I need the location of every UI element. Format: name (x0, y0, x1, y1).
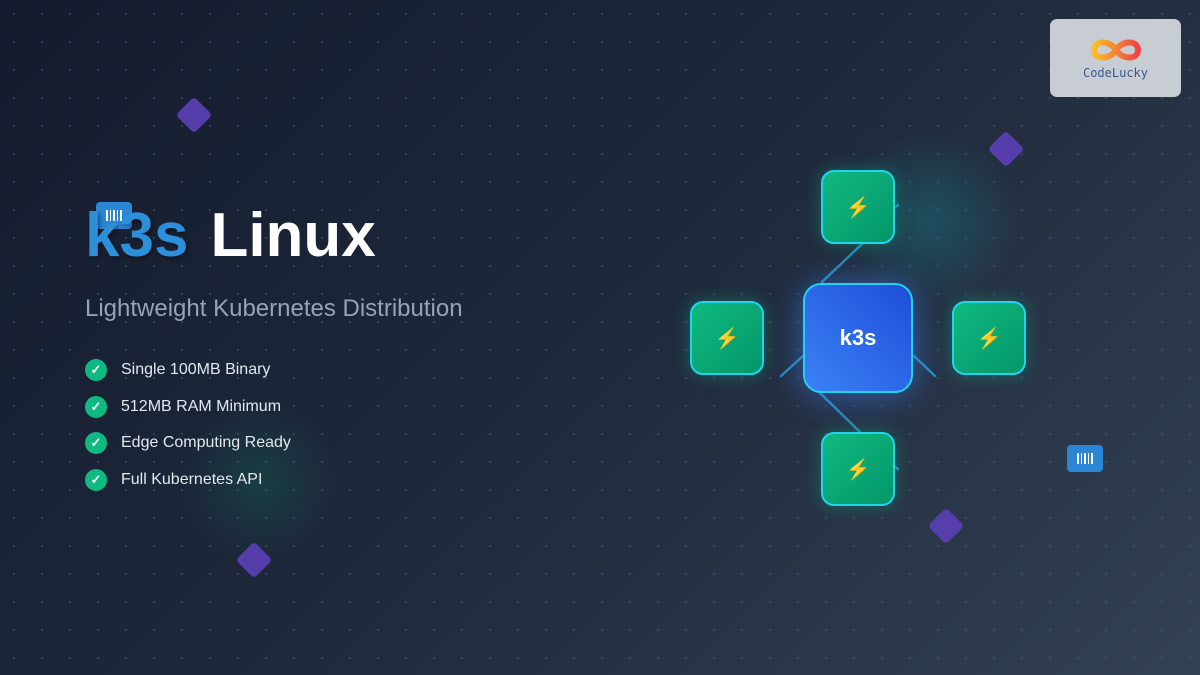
check-icon: ✓ (85, 395, 107, 418)
feature-label: Full Kubernetes API (121, 470, 263, 488)
connection-line (818, 391, 862, 434)
worker-node-right: ⚡ (952, 301, 1026, 375)
check-icon: ✓ (85, 359, 107, 382)
container-icon (96, 202, 132, 229)
feature-label: Single 100MB Binary (121, 361, 271, 379)
feature-label: 512MB RAM Minimum (121, 397, 282, 415)
title-main: Linux (210, 201, 376, 270)
page-title: k3s Linux (85, 200, 376, 271)
lightning-icon: ⚡ (845, 458, 871, 481)
feature-item: ✓ Edge Computing Ready (85, 425, 291, 462)
k3s-center-node: k3s (803, 283, 913, 393)
connection-line (820, 242, 864, 284)
feature-item: ✓ Single 100MB Binary (85, 352, 291, 389)
title-accent: k3s (85, 201, 189, 270)
lightning-icon: ⚡ (714, 327, 740, 350)
container-icon (1067, 445, 1103, 472)
worker-node-top: ⚡ (821, 170, 895, 244)
lightning-icon: ⚡ (976, 327, 1002, 350)
feature-item: ✓ Full Kubernetes API (85, 462, 291, 499)
feature-item: ✓ 512MB RAM Minimum (85, 389, 291, 426)
connection-line (779, 354, 805, 378)
check-icon: ✓ (85, 468, 107, 491)
lightning-icon: ⚡ (845, 196, 871, 219)
subtitle: Lightweight Kubernetes Distribution (85, 295, 463, 322)
infinity-logo-icon (1090, 39, 1141, 61)
check-icon: ✓ (85, 432, 107, 455)
worker-node-left: ⚡ (690, 301, 764, 375)
logo-text: CodeLucky (1082, 66, 1149, 80)
feature-label: Edge Computing Ready (121, 434, 291, 452)
worker-node-bottom: ⚡ (821, 432, 895, 506)
codelucky-logo: CodeLucky (1050, 19, 1181, 97)
connection-line (912, 354, 937, 378)
feature-list: ✓Single 100MB Binary ✓512MB RAM Minimum … (85, 352, 291, 498)
